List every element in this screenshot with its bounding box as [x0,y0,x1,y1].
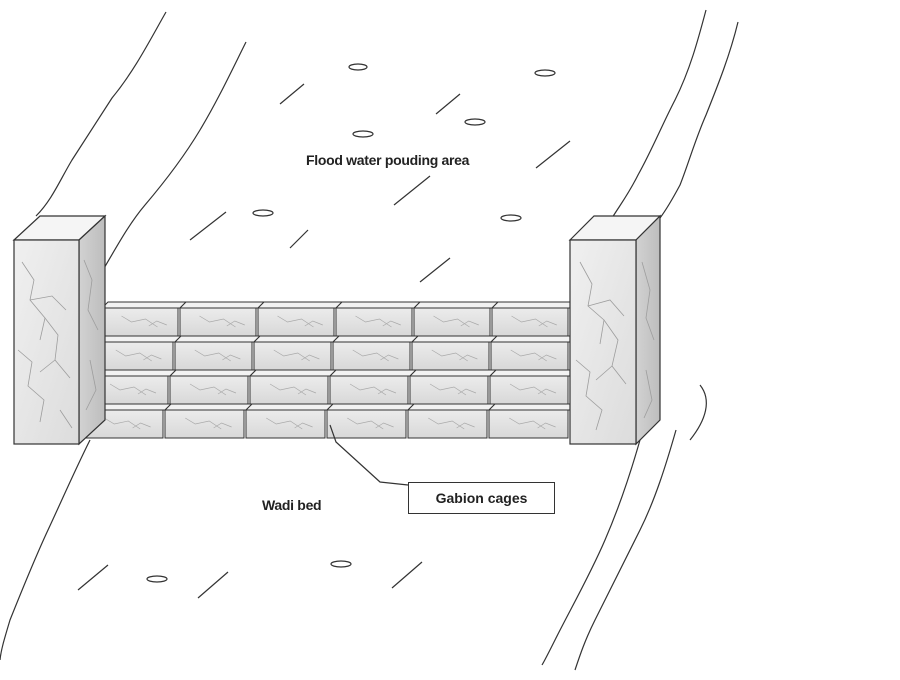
gabion-block-top [331,335,420,343]
gabion-leader-line [329,424,409,486]
stone-texture [511,315,557,328]
gabion-block-top [328,369,418,377]
wadi-bank-left [0,11,247,661]
gabion-block [249,375,329,405]
gabion-block-top [94,335,183,343]
stone-texture [510,349,557,362]
gabion-block-top [252,335,341,343]
gabion-block [491,307,569,337]
gabion-block-top [487,403,578,411]
wadi-bank-right [541,9,739,671]
stone-texture [347,417,394,430]
gabion-block [413,307,491,337]
gabion-block [95,341,174,371]
gabion-block [335,307,413,337]
stone-texture [185,417,232,430]
stone-texture [273,349,320,362]
gabion-block [490,341,569,371]
gabion-block [257,307,335,337]
gabion-block-top [248,369,338,377]
gabion-block [101,307,179,337]
gabion-block [407,409,488,439]
gabion-block-top [168,369,258,377]
gabion-block-top [412,301,500,309]
stone-texture [433,315,479,328]
gabion-block [332,341,411,371]
stone-texture [121,315,167,328]
gabion-block [169,375,249,405]
gabion-block [326,409,407,439]
gabion-block-top [178,301,266,309]
gabion-block-top [488,369,578,377]
gabion-block [164,409,245,439]
gabion-block [253,341,332,371]
gabion-block [488,409,569,439]
stone-texture [349,383,397,396]
stone-texture [429,383,477,396]
gabion-block-top [173,335,262,343]
gabion-block-top [325,403,416,411]
left-pillar [12,214,107,446]
surface-dashes [77,83,571,599]
gabion-block-top [244,403,335,411]
stone-texture [277,315,323,328]
wadi-bed-label: Wadi bed [262,497,322,513]
gabion-block-top [490,301,578,309]
stone-texture [431,349,478,362]
pebble-ovals [146,63,556,583]
gabion-block-top [408,369,498,377]
stone-texture [509,417,556,430]
stone-texture [109,383,157,396]
stone-texture [189,383,237,396]
stone-texture [355,315,401,328]
gabion-block-top [163,403,254,411]
stone-texture [194,349,241,362]
gabion-block [179,307,257,337]
stone-texture [428,417,475,430]
stone-texture [115,349,162,362]
gabion-block-top [256,301,344,309]
gabion-block [411,341,490,371]
gabion-block [489,375,569,405]
stone-texture [509,383,557,396]
gabion-cages-callout: Gabion cages [408,482,555,514]
gabion-block [245,409,326,439]
stone-texture [352,349,399,362]
stone-texture [266,417,313,430]
gabion-wall [82,301,578,439]
gabion-block [409,375,489,405]
gabion-block [329,375,409,405]
gabion-block-top [489,335,578,343]
gabion-block-top [100,301,188,309]
pond-area-label: Flood water pouding area [306,152,470,168]
stone-texture [199,315,245,328]
gabion-block-top [406,403,497,411]
gabion-block-top [410,335,499,343]
gabion-block-top [334,301,422,309]
stone-texture [269,383,317,396]
right-pillar [568,214,662,446]
stone-texture [104,417,151,430]
gabion-block [174,341,253,371]
